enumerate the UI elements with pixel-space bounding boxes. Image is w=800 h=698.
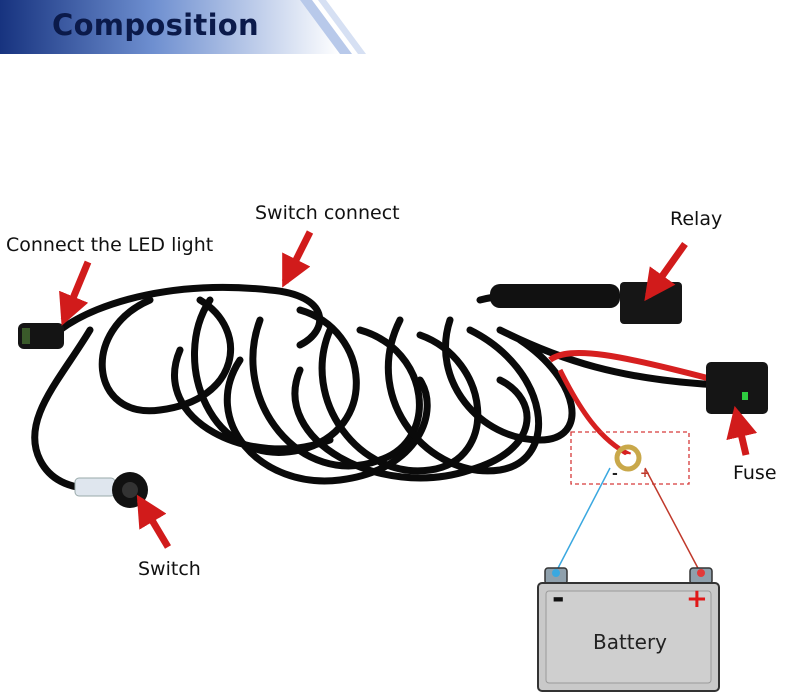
battery-terminal-area <box>570 431 690 485</box>
arrow-switch-connect <box>281 230 314 288</box>
label-relay: Relay <box>670 208 723 230</box>
battery-graphic <box>537 567 720 692</box>
negative-link-line <box>555 467 611 573</box>
terminal-negative-mark: - <box>612 466 618 482</box>
arrow-relay <box>644 241 688 302</box>
battery-negative-sign: - <box>552 581 565 616</box>
wire-harness <box>31 283 724 493</box>
label-connect-led: Connect the LED light <box>6 234 214 256</box>
rocker-switch <box>74 472 148 508</box>
label-switch-connect: Switch connect <box>255 202 400 224</box>
arrow-led <box>59 260 92 326</box>
battery-label: Battery <box>592 630 668 654</box>
positive-link-line <box>644 467 701 573</box>
terminal-positive-mark: + <box>640 466 651 480</box>
label-switch: Switch <box>138 558 201 580</box>
battery-positive-sign: + <box>686 584 708 614</box>
label-fuse: Fuse <box>733 462 777 484</box>
led-connector <box>18 323 64 349</box>
header-band <box>0 0 366 54</box>
fuse-holder <box>548 350 768 458</box>
page-title: Composition <box>52 8 259 42</box>
arrow-switch <box>136 494 172 549</box>
arrow-fuse <box>726 405 758 456</box>
